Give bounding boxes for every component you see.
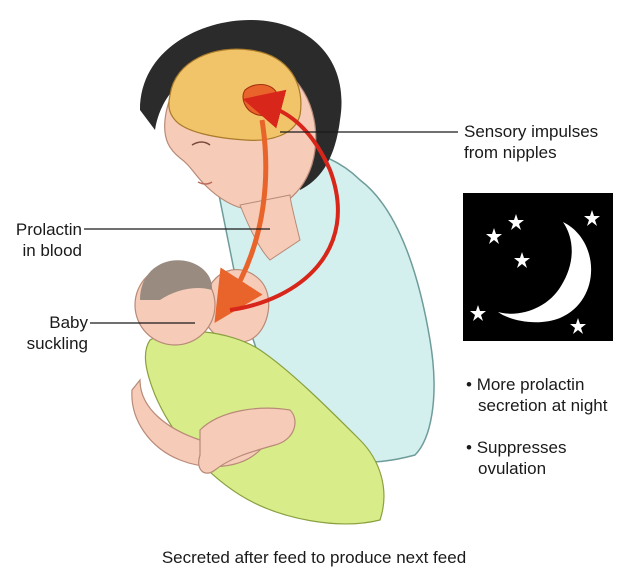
night-panel bbox=[463, 193, 613, 341]
sensory-label-line-2: from nipples bbox=[464, 142, 598, 163]
prolactin-label: Prolactin in blood bbox=[0, 219, 82, 261]
bullet-text: More prolactin bbox=[477, 375, 585, 394]
figure-caption: Secreted after feed to produce next feed bbox=[0, 548, 628, 568]
prolactin-label-line-2: in blood bbox=[0, 240, 82, 261]
sensory-label-line-1: Sensory impulses bbox=[464, 121, 598, 142]
bullet-marker: • bbox=[466, 375, 472, 394]
baby-label-line-2: suckling bbox=[0, 333, 88, 354]
bullet-night-secretion: • More prolactin secretion at night bbox=[466, 374, 607, 416]
bullet-line: ovulation bbox=[466, 458, 566, 479]
baby-label-line-1: Baby bbox=[0, 312, 88, 333]
bullet-line: secretion at night bbox=[466, 395, 607, 416]
sensory-impulses-label: Sensory impulses from nipples bbox=[464, 121, 598, 163]
bullet-line: • Suppresses bbox=[466, 437, 566, 458]
bullet-text: Suppresses bbox=[477, 438, 567, 457]
baby-suckling-label: Baby suckling bbox=[0, 312, 88, 354]
bullet-marker: • bbox=[466, 438, 472, 457]
prolactin-label-line-1: Prolactin bbox=[0, 219, 82, 240]
bullet-suppresses-ovulation: • Suppresses ovulation bbox=[466, 437, 566, 479]
bullet-line: • More prolactin bbox=[466, 374, 607, 395]
